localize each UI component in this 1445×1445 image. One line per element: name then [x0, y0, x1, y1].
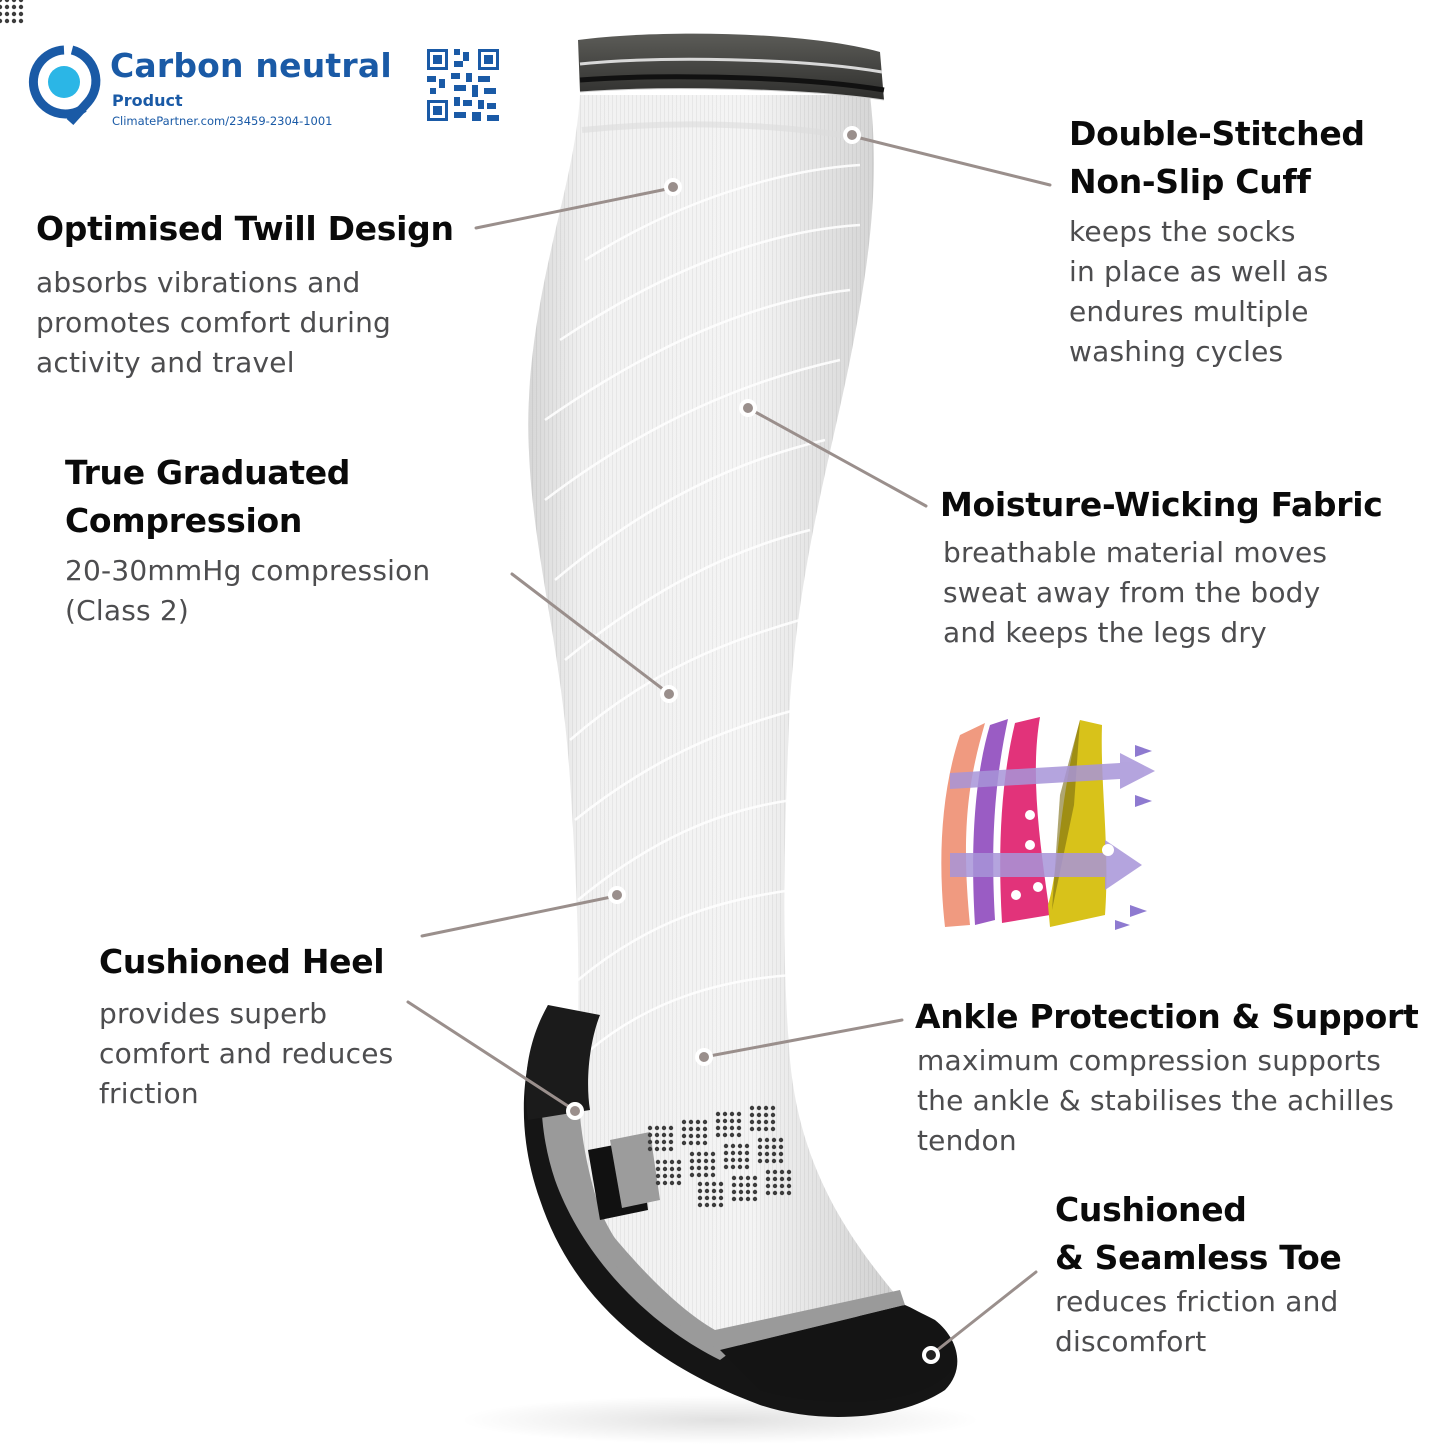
badge-subtitle: Product — [112, 91, 183, 110]
feature-heel: Cushioned Heel provides superb comfort a… — [99, 938, 393, 1114]
feature-description: maximum compression supports the ankle &… — [917, 1044, 1395, 1157]
marker-ankle — [695, 1048, 713, 1066]
feature-description: breathable material moves sweat away fro… — [943, 536, 1328, 649]
marker-calf — [608, 886, 626, 904]
callout-line-heel-upper — [420, 894, 618, 938]
badge-title: Carbon neutral — [110, 46, 392, 85]
badge-url[interactable]: ClimatePartner.com/23459-2304-1001 — [112, 114, 333, 128]
feature-title: Moisture-Wicking Fabric — [940, 485, 1383, 524]
callout-line-cuff — [850, 134, 1052, 187]
feature-description: keeps the socks in place as well as endu… — [1069, 215, 1329, 368]
callout-markers — [566, 126, 940, 1364]
feature-title: Cushioned Heel — [99, 942, 385, 981]
marker-cuff — [843, 126, 861, 144]
callout-line-ankle — [702, 1018, 904, 1059]
marker-toe — [922, 1346, 940, 1364]
marker-compression — [660, 685, 678, 703]
qr-code-icon[interactable] — [427, 48, 499, 122]
feature-toe: Cushioned & Seamless Toe reduces frictio… — [1055, 1186, 1342, 1362]
callout-line-compression — [510, 572, 670, 695]
climate-partner-logo-icon — [28, 45, 101, 126]
feature-compression: True Graduated Compression 20-30mmHg com… — [65, 449, 430, 631]
carbon-neutral-badge: Carbon neutral Product ClimatePartner.co… — [24, 42, 514, 134]
moisture-wicking-layers-icon — [941, 717, 1155, 930]
feature-title: True Graduated Compression — [65, 453, 351, 540]
marker-heel — [566, 1102, 584, 1120]
feature-description: reduces friction and discomfort — [1055, 1285, 1339, 1358]
feature-description: 20-30mmHg compression (Class 2) — [65, 554, 431, 627]
marker-twill — [664, 178, 682, 196]
feature-ankle: Ankle Protection & Support maximum compr… — [915, 993, 1419, 1161]
feature-title: Ankle Protection & Support — [915, 997, 1419, 1036]
callout-line-heel — [406, 1000, 576, 1112]
marker-moisture — [739, 399, 757, 417]
callout-line-toe — [929, 1270, 1038, 1357]
feature-title: Double-Stitched Non-Slip Cuff — [1069, 114, 1365, 201]
callout-line-twill — [474, 186, 674, 230]
feature-description: absorbs vibrations and promotes comfort … — [36, 266, 392, 379]
feature-moisture: Moisture-Wicking Fabric breathable mater… — [940, 481, 1383, 653]
feature-cuff: Double-Stitched Non-Slip Cuff keeps the … — [1069, 110, 1365, 372]
feature-description: provides superb comfort and reduces fric… — [99, 997, 394, 1110]
feature-title: Optimised Twill Design — [36, 209, 454, 248]
feature-twill: Optimised Twill Design absorbs vibration… — [36, 205, 454, 383]
feature-title: Cushioned & Seamless Toe — [1055, 1190, 1342, 1277]
callout-line-moisture — [746, 406, 928, 508]
